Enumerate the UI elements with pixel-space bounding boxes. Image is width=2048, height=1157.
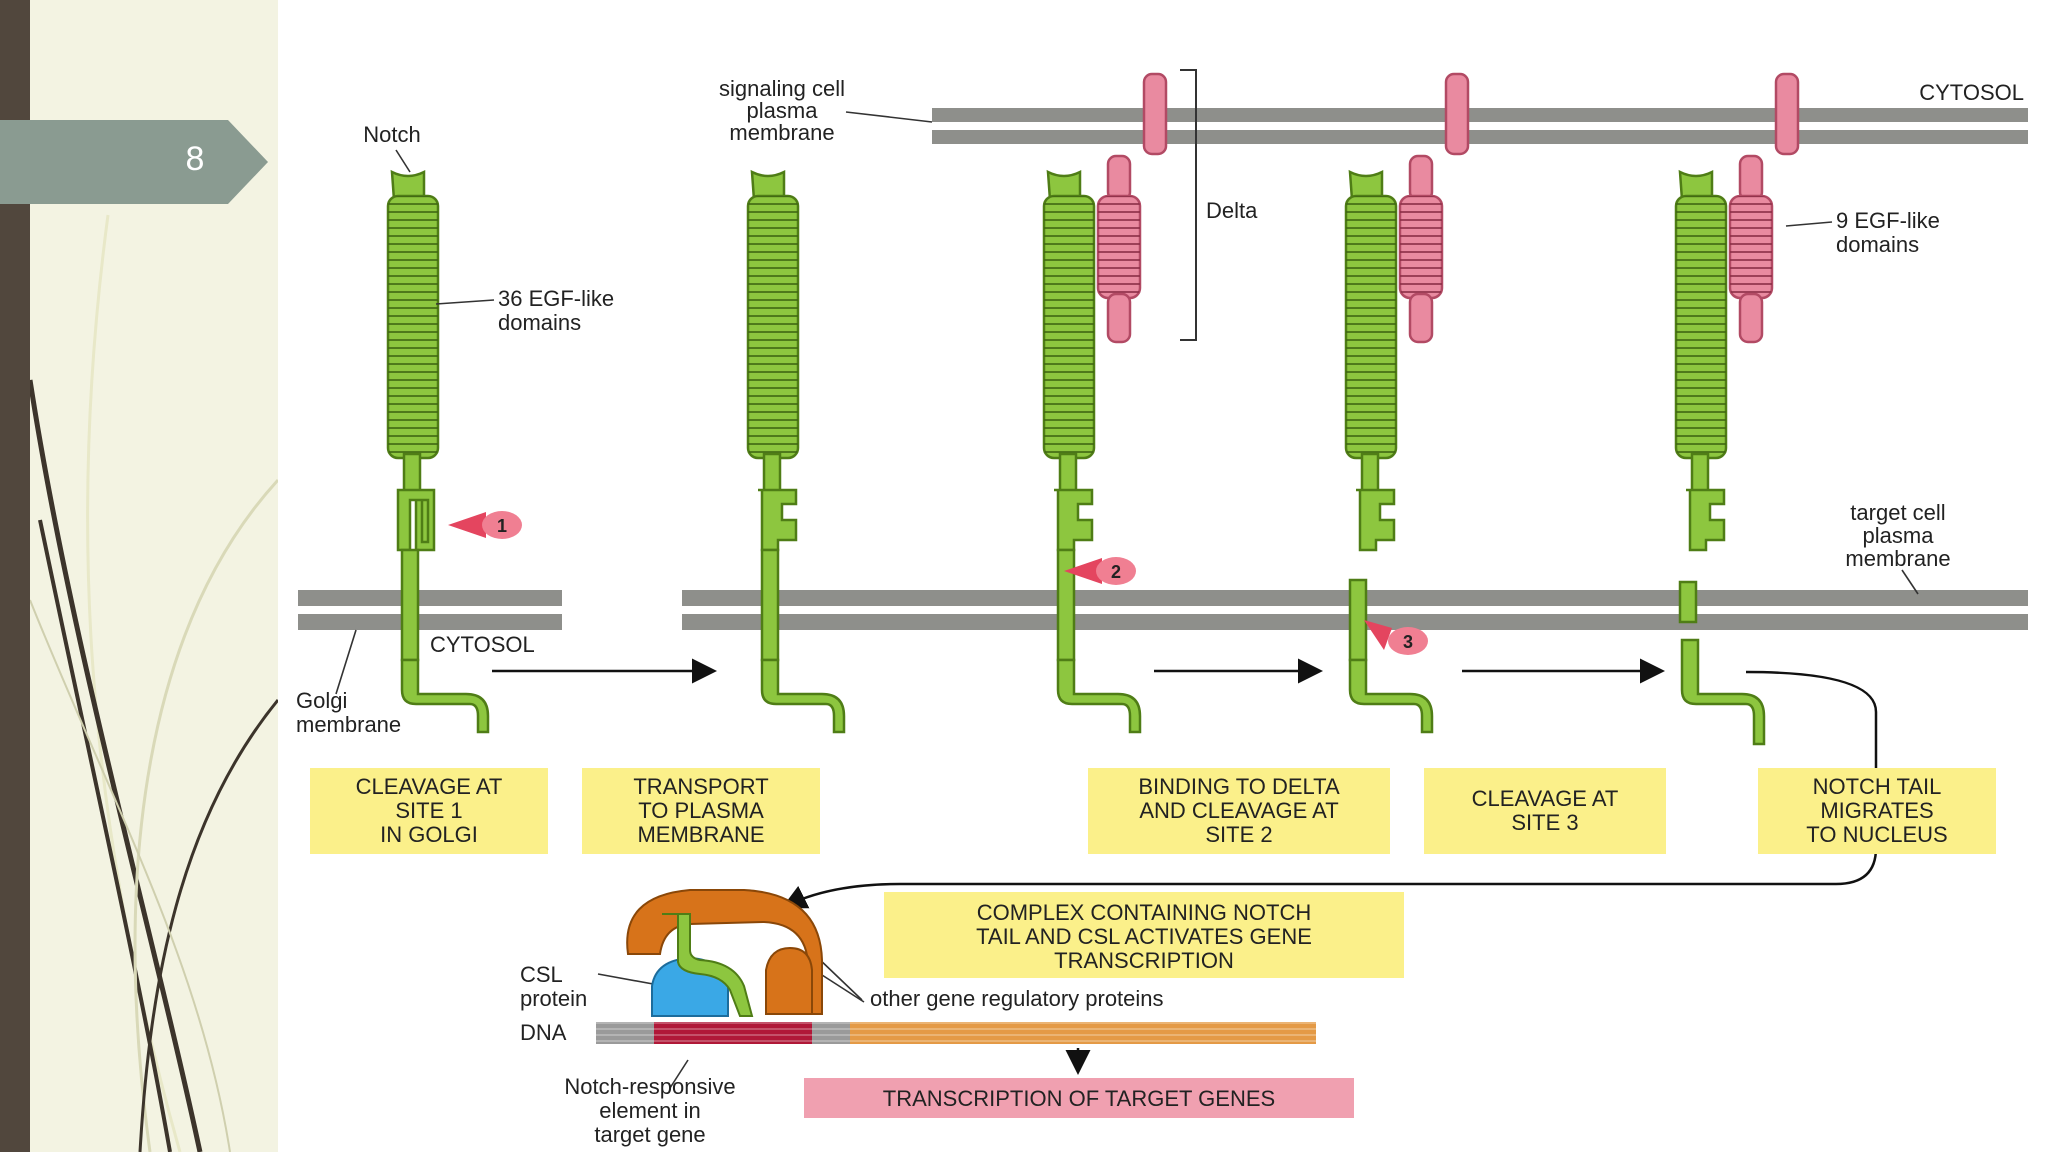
notch-element-label-line2: element in [599,1098,701,1123]
dna-strand [596,1022,1316,1044]
site-1-number: 1 [497,516,507,536]
notch-receptor-cleaved-site2 [1344,169,1434,734]
site-2-number: 2 [1111,562,1121,582]
notch-element-label-line1: Notch-responsive [564,1074,735,1099]
cytosol-top-label: CYTOSOL [1919,80,2024,105]
complex-line2: TAIL AND CSL ACTIVATES GENE [976,924,1312,949]
signaling-membrane-label-line3: membrane [729,120,834,145]
notch-receptor-bound-delta [1042,169,1142,734]
target-membrane-label-line2: plasma [1863,523,1935,548]
transcription-text: TRANSCRIPTION OF TARGET GENES [883,1086,1275,1111]
delta-label: Delta [1206,198,1258,223]
step-box-5: NOTCH TAIL MIGRATES TO NUCLEUS [1758,768,1996,854]
egf9-label-line1: 9 EGF-like [1836,208,1940,233]
step-5-line1: NOTCH TAIL [1813,774,1942,799]
signaling-cell-membrane [932,108,2028,144]
notch-signaling-diagram: 1 2 3 [296,69,2028,1147]
egf36-label-line1: 36 EGF-like [498,286,614,311]
step-1-line3: IN GOLGI [380,822,478,847]
notch-receptor-cleaved-site3 [1674,169,1766,746]
target-membrane-label-line1: target cell [1850,500,1945,525]
complex-box: COMPLEX CONTAINING NOTCH TAIL AND CSL AC… [884,892,1404,978]
delta-ligand-3 [1728,72,1800,344]
egf9-label-line2: domains [1836,232,1919,257]
signaling-membrane-label-line1: signaling cell [719,76,845,101]
step-4-line1: CLEAVAGE AT [1472,786,1619,811]
step-2-line2: TO PLASMA [638,798,764,823]
notch-label: Notch [363,122,420,147]
golgi-membrane-label-line1: Golgi [296,688,347,713]
step-box-2: TRANSPORT TO PLASMA MEMBRANE [582,768,820,854]
step-5-line3: TO NUCLEUS [1806,822,1947,847]
other-proteins-label: other gene regulatory proteins [870,986,1164,1011]
step-1-line2: SITE 1 [395,798,462,823]
step-box-1: CLEAVAGE AT SITE 1 IN GOLGI [310,768,548,854]
golgi-membrane-label-line2: membrane [296,712,401,737]
step-5-line2: MIGRATES [1820,798,1933,823]
signaling-membrane-label-line2: plasma [747,98,819,123]
notch-receptor-golgi [386,169,490,734]
golgi-membrane [298,590,562,630]
slide-number: 8 [185,140,205,178]
leader-lines [335,111,1919,1089]
site-3-number: 3 [1403,632,1413,652]
delta-ligand-1 [1096,72,1168,344]
step-2-line1: TRANSPORT [633,774,768,799]
step-box-3: BINDING TO DELTA AND CLEAVAGE AT SITE 2 [1088,768,1390,854]
target-membrane-label-line3: membrane [1845,546,1950,571]
notch-element-label-line3: target gene [594,1122,705,1147]
arrow-to-nucleus [781,670,1878,909]
decorative-swirl-lines [27,214,280,1153]
complex-line1: COMPLEX CONTAINING NOTCH [977,900,1312,925]
site-2-marker: 2 [1064,557,1136,585]
delta-bracket [1180,69,1197,341]
complex-line3: TRANSCRIPTION [1054,948,1234,973]
step-1-line1: CLEAVAGE AT [356,774,503,799]
step-3-line1: BINDING TO DELTA [1138,774,1340,799]
cytosol-golgi-label: CYTOSOL [430,632,535,657]
egf36-label-line2: domains [498,310,581,335]
step-3-line3: SITE 2 [1205,822,1272,847]
step-2-line3: MEMBRANE [637,822,764,847]
site-1-marker: 1 [448,511,522,539]
step-3-line2: AND CLEAVAGE AT [1139,798,1338,823]
csl-label-line1: CSL [520,962,563,987]
step-4-line2: SITE 3 [1511,810,1578,835]
transcription-box: TRANSCRIPTION OF TARGET GENES [804,1078,1354,1118]
delta-ligand-2 [1398,72,1470,344]
dna-label: DNA [520,1020,567,1045]
notch-receptor-transported [746,169,846,734]
site-3-marker: 3 [1364,620,1428,655]
step-box-4: CLEAVAGE AT SITE 3 [1424,768,1666,854]
csl-label-line2: protein [520,986,587,1011]
slide-number-tab [0,120,268,204]
transcription-complex [626,889,823,1017]
